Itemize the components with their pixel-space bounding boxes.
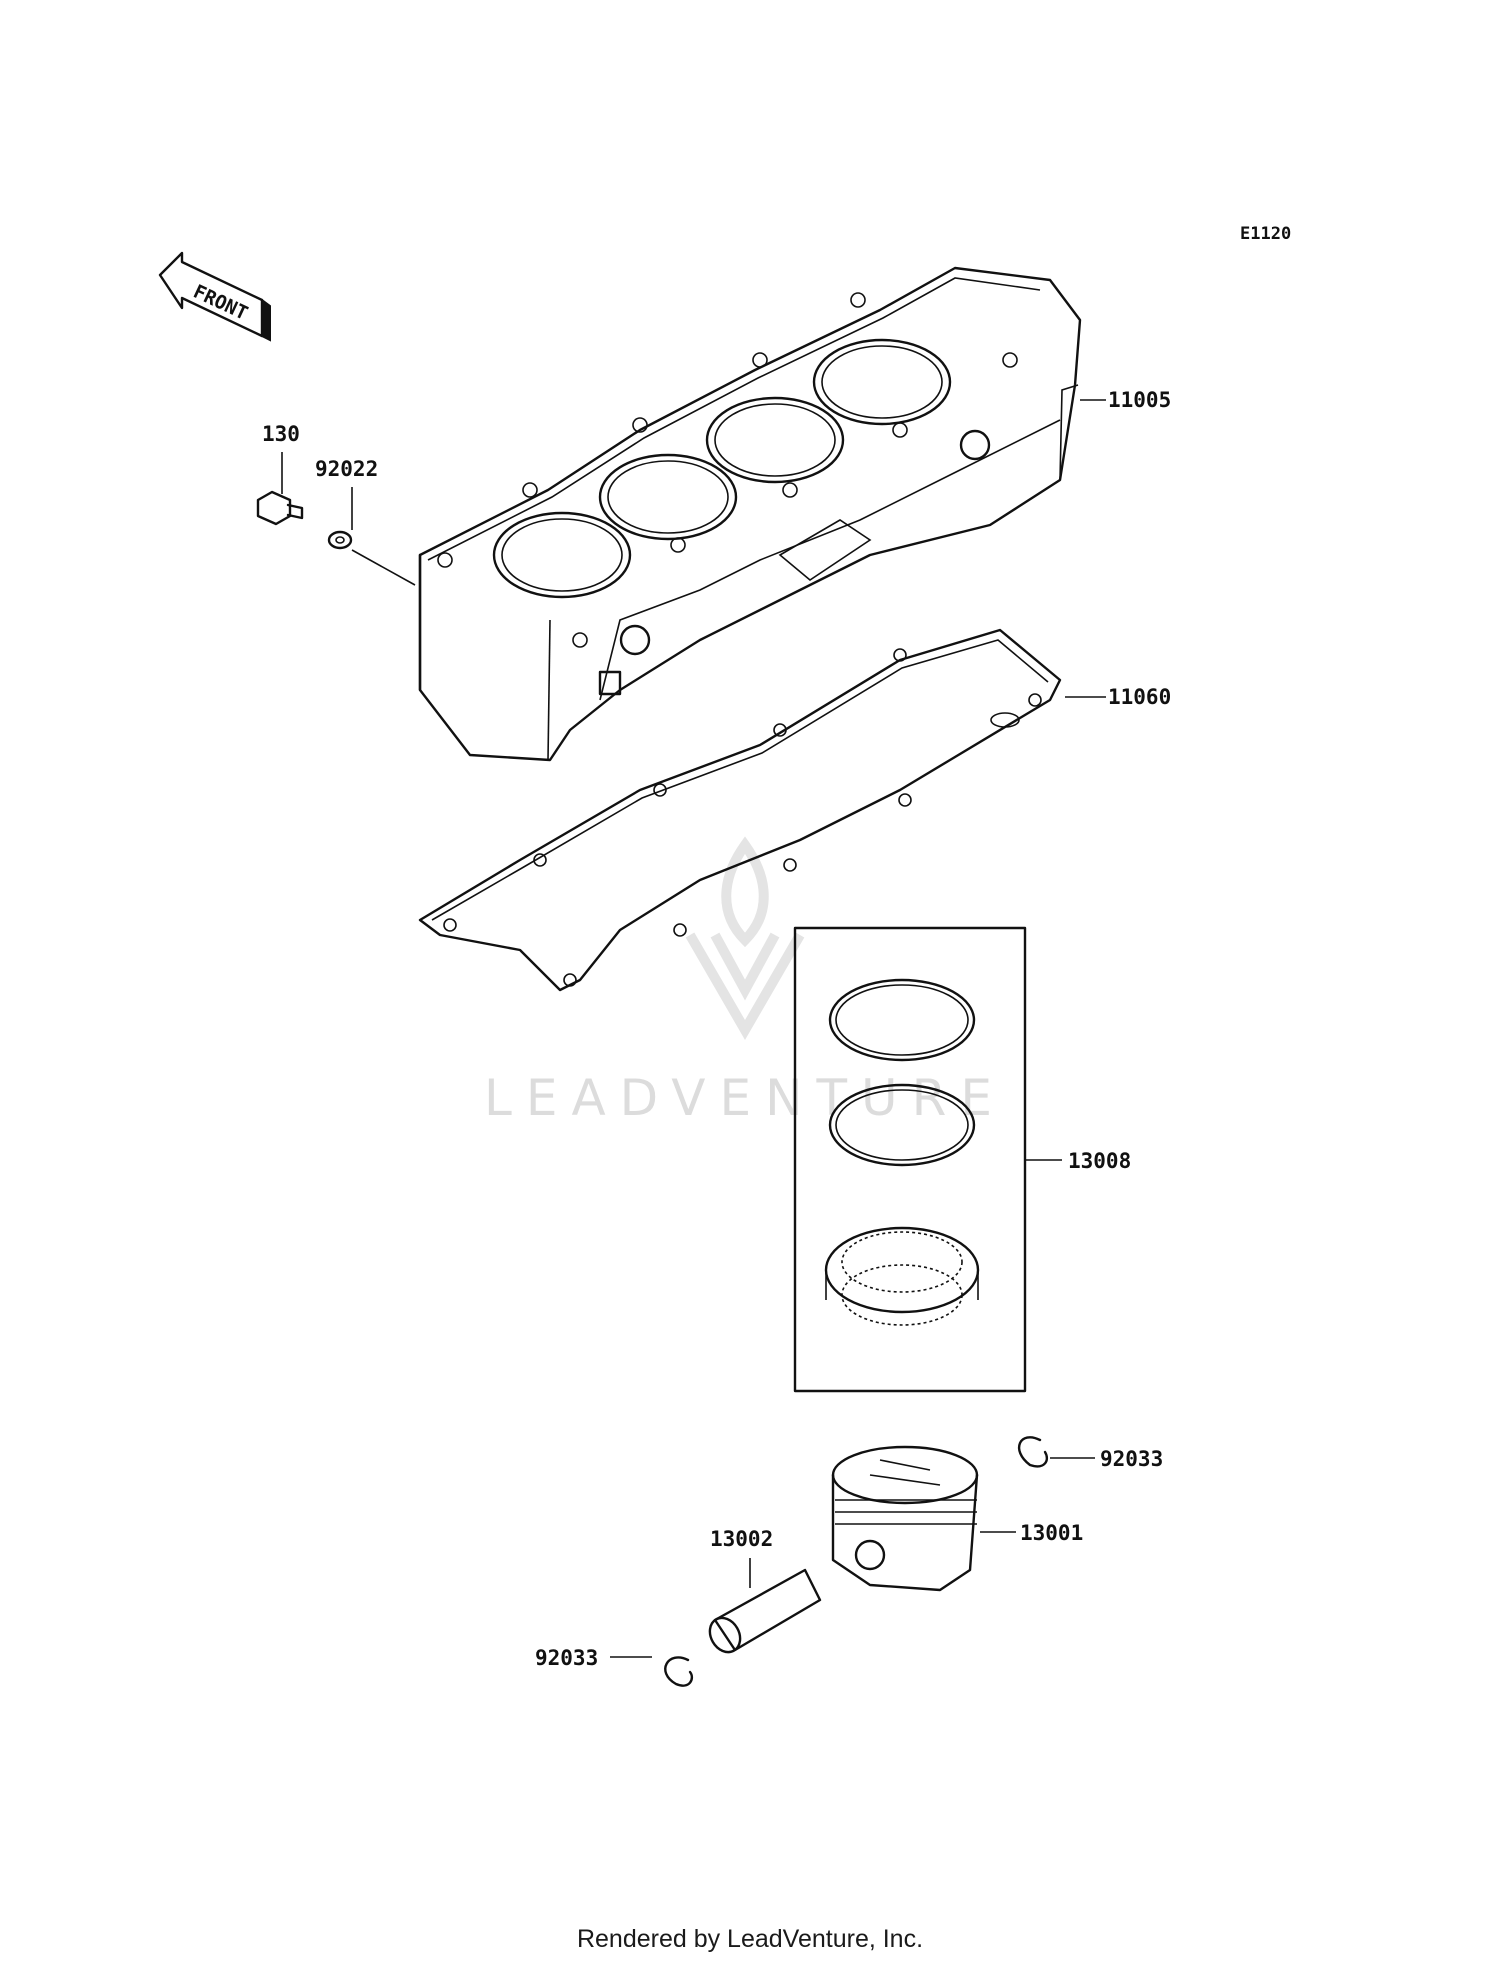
callout-92022[interactable]: 92022 — [315, 457, 378, 481]
watermark: LEADVENTURE — [484, 836, 1006, 1127]
piston — [831, 1445, 979, 1592]
snap-ring-right — [1018, 1436, 1049, 1468]
footer-credit: Rendered by LeadVenture, Inc. — [576, 1925, 924, 1953]
callout-92033-right[interactable]: 92033 — [1100, 1447, 1163, 1471]
cylinder-gasket — [418, 628, 1062, 992]
front-arrow-icon: FRONT — [158, 251, 271, 342]
watermark-logo — [685, 836, 805, 1040]
piston-ring-set — [793, 926, 1027, 1393]
leader-lines — [281, 399, 1106, 1658]
snap-ring-left — [664, 1656, 694, 1687]
callout-11005[interactable]: 11005 — [1108, 388, 1171, 412]
cylinder-block — [418, 266, 1082, 762]
washer-92022 — [327, 530, 353, 550]
watermark-text: LEADVENTURE — [484, 1069, 1006, 1127]
diagram-code: E1120 — [1240, 224, 1291, 244]
bolt-130 — [256, 490, 304, 526]
callout-13001[interactable]: 13001 — [1020, 1521, 1083, 1545]
callout-130[interactable]: 130 — [262, 422, 300, 446]
piston-pin — [708, 1568, 822, 1654]
callout-92033-left[interactable]: 92033 — [535, 1646, 598, 1670]
callout-13002[interactable]: 13002 — [710, 1527, 773, 1551]
callout-13008[interactable]: 13008 — [1068, 1149, 1131, 1173]
callout-11060[interactable]: 11060 — [1108, 685, 1171, 709]
